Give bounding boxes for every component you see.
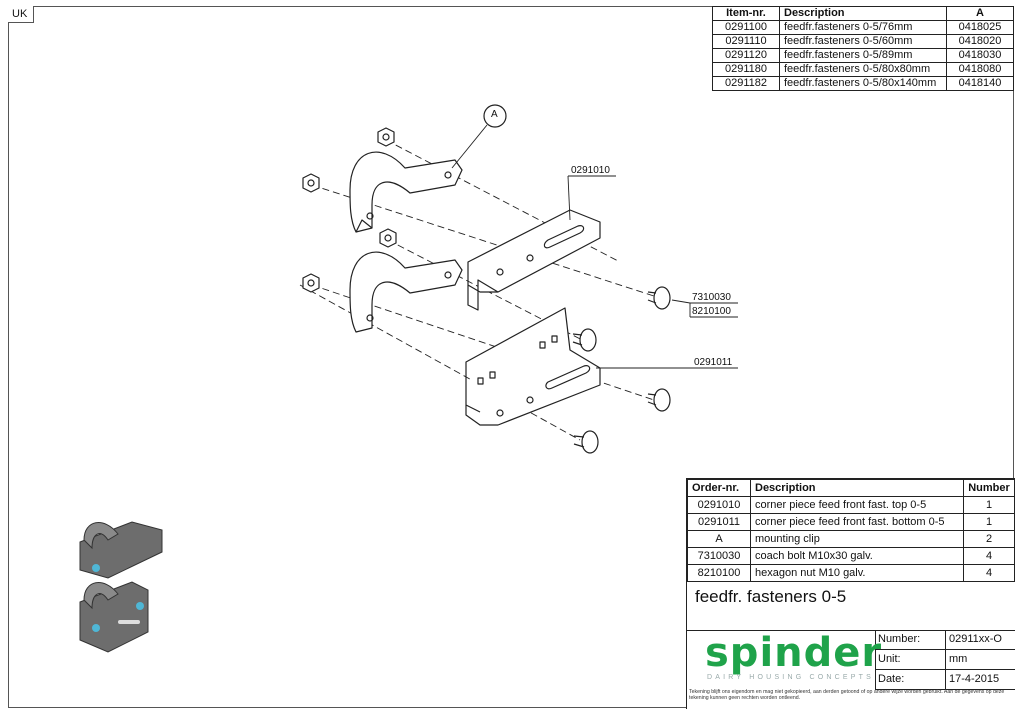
order-description: mounting clip <box>750 530 964 548</box>
order-nr: 0291011 <box>687 513 751 531</box>
order-number: 2 <box>963 530 1015 548</box>
order-nr: 7310030 <box>687 547 751 565</box>
order-number: 4 <box>963 547 1015 565</box>
legal-notice: Tekening blijft ons eigendom en mag niet… <box>689 689 1005 701</box>
table-row: 0291010 corner piece feed front fast. to… <box>687 496 1015 514</box>
callout-bottom-piece: 0291011 <box>694 357 733 368</box>
order-description: corner piece feed front fast. top 0-5 <box>750 496 964 514</box>
order-nr: 8210100 <box>687 564 751 582</box>
order-number: 4 <box>963 564 1015 582</box>
item-nr: 0291180 <box>712 62 780 77</box>
mounting-clip-upper <box>349 151 463 233</box>
unit-label: Unit: <box>878 653 901 665</box>
logo-word: spinder <box>705 630 883 676</box>
order-number: 1 <box>963 496 1015 514</box>
order-header-nr: Order-nr. <box>687 479 751 497</box>
meta-unit-row: Unit: mm <box>875 650 1015 670</box>
callout-a-label: A <box>491 109 498 120</box>
corner-piece-top <box>467 209 601 311</box>
order-table: Order-nr. Description Number 0291010 cor… <box>687 479 1015 582</box>
date-value: 17-4-2015 <box>949 673 1000 685</box>
item-description: feedfr.fasteners 0-5/80x140mm <box>779 76 947 91</box>
order-table-header: Order-nr. Description Number <box>687 479 1015 497</box>
drawing-title: feedfr. fasteners 0-5 <box>695 587 847 606</box>
table-row: 0291100 feedfr.fasteners 0-5/76mm 041802… <box>712 20 1014 35</box>
unit-value: mm <box>949 653 968 665</box>
logo-tagline: DAIRY HOUSING CONCEPTS <box>707 674 874 681</box>
callout-a-balloon <box>483 104 507 128</box>
table-row: 0291110 feedfr.fasteners 0-5/60mm 041802… <box>712 34 1014 49</box>
order-nr: A <box>687 530 751 548</box>
table-row: A mounting clip 2 <box>687 530 1015 548</box>
coach-bolts <box>572 286 671 454</box>
table-row: 0291011 corner piece feed front fast. bo… <box>687 513 1015 531</box>
number-value: 02911xx-O <box>949 633 1002 645</box>
mounting-clip-lower <box>349 251 463 333</box>
item-description: feedfr.fasteners 0-5/89mm <box>779 48 947 63</box>
item-description: feedfr.fasteners 0-5/76mm <box>779 20 947 35</box>
item-table-header: Item-nr. Description A <box>712 6 1014 21</box>
order-description: coach bolt M10x30 galv. <box>750 547 964 565</box>
drawing-frame <box>8 6 1014 708</box>
title-block: Order-nr. Description Number 0291010 cor… <box>686 478 1015 709</box>
item-nr: 0291100 <box>712 20 780 35</box>
table-row: 0291182 feedfr.fasteners 0-5/80x140mm 04… <box>712 76 1014 91</box>
callout-nut: 8210100 <box>692 306 731 317</box>
date-label: Date: <box>878 673 905 685</box>
corner-piece-bottom <box>465 307 601 426</box>
callout-top-piece: 0291010 <box>571 165 610 176</box>
meta-date-row: Date: 17-4-2015 <box>875 670 1015 690</box>
hexagon-nuts <box>302 127 397 293</box>
number-label: Number: <box>878 633 921 645</box>
meta-number-row: Number: 02911xx-O <box>875 630 1015 650</box>
order-header-description: Description <box>750 479 964 497</box>
item-header-description: Description <box>779 6 947 21</box>
item-a: 0418020 <box>946 34 1014 49</box>
item-a: 0418140 <box>946 76 1014 91</box>
preview-thumbnail <box>79 521 163 653</box>
order-number: 1 <box>963 513 1015 531</box>
item-a: 0418025 <box>946 20 1014 35</box>
order-header-number: Number <box>963 479 1015 497</box>
order-nr: 0291010 <box>687 496 751 514</box>
order-description: corner piece feed front fast. bottom 0-5 <box>750 513 964 531</box>
item-description: feedfr.fasteners 0-5/60mm <box>779 34 947 49</box>
language-label: UK <box>8 6 35 23</box>
order-description: hexagon nut M10 galv. <box>750 564 964 582</box>
item-table: Item-nr. Description A 0291100 feedfr.fa… <box>712 6 1014 91</box>
callout-bolt: 7310030 <box>692 292 731 303</box>
table-row: 7310030 coach bolt M10x30 galv. 4 <box>687 547 1015 565</box>
divider <box>687 630 1015 631</box>
table-row: 8210100 hexagon nut M10 galv. 4 <box>687 564 1015 582</box>
company-logo: spinder DAIRY HOUSING CONCEPTS <box>687 630 881 689</box>
leader-lines <box>567 175 738 369</box>
